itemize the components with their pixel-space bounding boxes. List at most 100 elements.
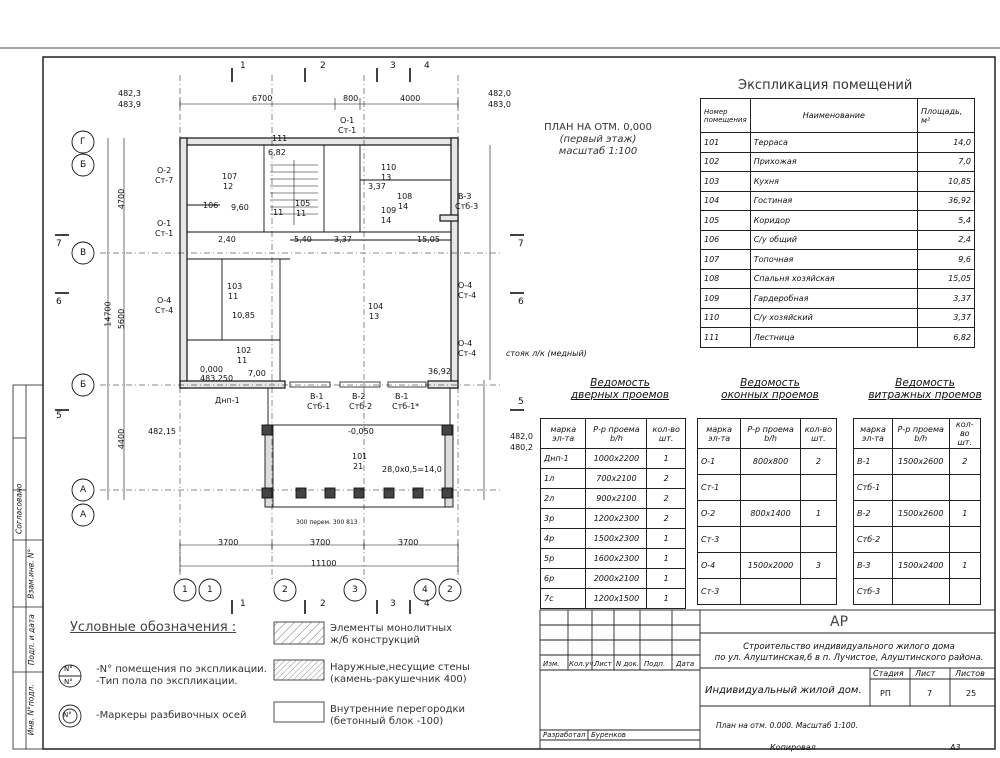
section-7-left: 7 (56, 239, 62, 249)
dim-bot-1: 3700 (218, 538, 239, 547)
windows-col-count: кол-во шт. (799, 418, 838, 449)
table-cell: 800х1400 (740, 500, 801, 527)
table-cell: 2 (646, 468, 686, 489)
table-cell: 3,37 (917, 307, 975, 328)
table-cell: 1 (646, 548, 686, 569)
area-109: 3,37 (334, 235, 352, 244)
level-6: 480,2 (510, 443, 533, 452)
explication-title: Экспликация помещений (738, 78, 913, 93)
section-3-top: 3 (390, 61, 396, 71)
stamp-project-2: по ул. Алуштинская,6 в п. Лучистое, Алуш… (714, 653, 984, 663)
stamp-stage-label: Стадия (873, 669, 904, 678)
stamp-author: Буренков (591, 731, 626, 739)
doors-title-2: дверных проемов (570, 389, 670, 401)
table-cell: Коридор (749, 210, 919, 231)
axis-n4: 4 (422, 585, 428, 595)
table-cell: 102 (700, 151, 751, 172)
windows-title-1: Ведомость (740, 377, 800, 389)
table-cell: 3,37 (917, 288, 975, 309)
stamp-col-header: Лист (594, 660, 612, 668)
area-104: 36,92 (428, 367, 451, 376)
stamp-project-1: Строительство индивидуального жилого дом… (743, 642, 955, 652)
explication-col-name: Наименование (749, 98, 919, 133)
level-2: 483,9 (118, 100, 141, 109)
table-cell: 1500х2600 (891, 500, 950, 527)
table-cell: 3р (539, 508, 587, 529)
legend-outer-text: Наружные,несущие стены (камень-ракушечни… (330, 662, 470, 686)
legend-monolith-2: ж/б конструкций (330, 635, 420, 646)
level-8: 483,250 (200, 374, 234, 383)
legend-monolith-text: Элементы монолитных ж/б конструкций (330, 623, 452, 647)
stamp-sheet-name: План на отм. 0.000. Масштаб 1:100. (716, 721, 858, 730)
dim-top-3: 4000 (400, 94, 421, 103)
section-5-right: 5 (518, 397, 524, 407)
table-cell: 1 (948, 552, 982, 579)
table-cell: 106 (700, 229, 751, 250)
tag-stb1a: Стб-1 (307, 402, 331, 411)
floor-104: 13 (369, 312, 380, 321)
axis-n1b: 1 (207, 585, 213, 595)
floor-108: 14 (398, 202, 409, 211)
table-cell (948, 474, 982, 501)
dim-left-1: 4700 (117, 188, 127, 210)
section-1-bot: 1 (240, 599, 246, 609)
level-4: 483,0 (488, 100, 511, 109)
table-cell (948, 526, 982, 553)
dim-left-3: 4400 (117, 428, 127, 450)
table-cell: 101 (700, 132, 751, 153)
stained-col-count: кол-во шт. (948, 418, 982, 449)
legend-inner-1: Внутренние перегородки (330, 704, 466, 715)
table-row: Стб-2 (853, 526, 982, 553)
windows-table: марка эл-та Р-р проема b/h кол-во шт. О-… (696, 418, 838, 605)
area-106: 2,40 (218, 235, 236, 244)
stamp-code: АР (830, 614, 849, 630)
floor-103: 11 (228, 292, 239, 301)
room-102: 102 (236, 346, 252, 355)
table-cell: 2000х2100 (585, 568, 648, 589)
tag-o1-top: О-1 (340, 116, 355, 125)
table-cell: 2 (948, 448, 982, 475)
table-row: Ст-1 (696, 474, 838, 501)
table-cell: В-3 (853, 552, 893, 579)
table-cell (740, 578, 801, 605)
room-106: 106 (203, 201, 219, 210)
table-cell: Топочная (749, 249, 919, 270)
section-marks (55, 68, 524, 614)
legend-inner-2: (бетонный блок -100) (330, 716, 444, 727)
axis-a1: А (80, 485, 87, 495)
doors-col-mark: марка эл-та (539, 418, 587, 449)
legend-room-text: -N° помещения по экспликации. -Тип пола … (96, 664, 267, 688)
plan-title: ПЛАН НА ОТМ. 0,000 (первый этаж) масштаб… (533, 122, 663, 158)
level-1: 482,3 (118, 89, 141, 98)
table-cell: Лестница (749, 327, 919, 348)
plan-title-line3: масштаб 1:100 (558, 146, 638, 157)
table-cell: 1 (646, 588, 686, 609)
floor-109: 14 (381, 216, 392, 225)
tag-v1b: В-1 (395, 392, 409, 401)
table-cell: 9,6 (917, 249, 975, 270)
legend-floor-label: -Тип пола по экспликации. (96, 676, 238, 687)
table-cell: В-1 (853, 448, 893, 475)
table-cell: Стб-2 (853, 526, 893, 553)
room-107: 107 (222, 172, 238, 181)
axis-b2: Б (80, 380, 87, 390)
table-cell: 2 (646, 508, 686, 529)
tag-o4-right1: О-4 (458, 281, 473, 290)
floor-110: 13 (381, 173, 392, 182)
table-cell: Терраса (749, 132, 919, 153)
doors-title: Ведомость дверных проемов (565, 377, 675, 401)
area-105: 5,40 (294, 235, 312, 244)
table-cell: 105 (700, 210, 751, 231)
doors-col-count: кол-во шт. (646, 418, 686, 449)
section-2-top: 2 (320, 61, 326, 71)
table-cell: 108 (700, 268, 751, 289)
legend-hatch-inner (273, 701, 325, 723)
tag-dnp1: Днп-1 (215, 396, 240, 405)
